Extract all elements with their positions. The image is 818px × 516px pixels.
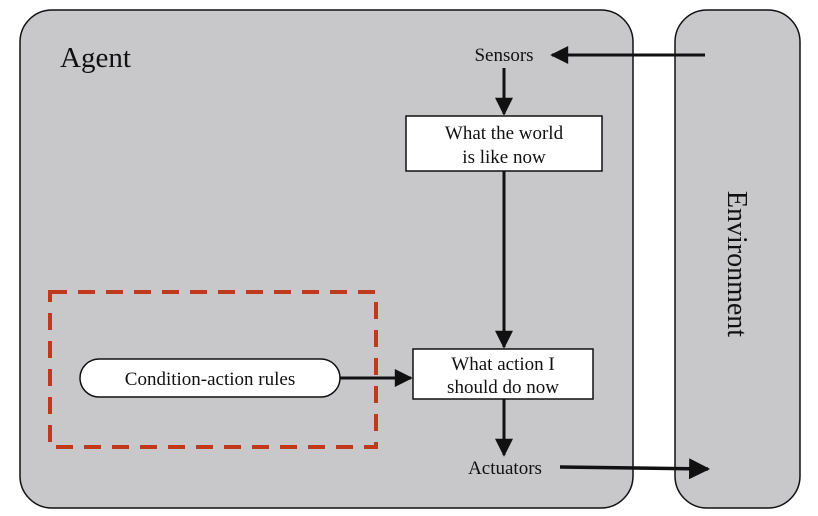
sensors-label: Sensors [474,45,533,66]
world-state-line2: is like now [462,147,546,168]
agent-label: Agent [60,42,131,74]
actuators-to-environment-arrow [559,458,711,480]
action-box [412,348,594,400]
action-line2: should do now [447,377,559,398]
environment-container [674,9,801,509]
actuators-label: Actuators [468,458,542,479]
rules-highlight-box [48,290,378,449]
world-state-line1: What the world [445,123,564,144]
world-state-box [405,115,603,172]
agent-container [19,9,634,509]
action-line1: What action I [451,354,554,375]
rules-label: Condition-action rules [125,369,295,390]
environment-label: Environment [721,191,752,337]
